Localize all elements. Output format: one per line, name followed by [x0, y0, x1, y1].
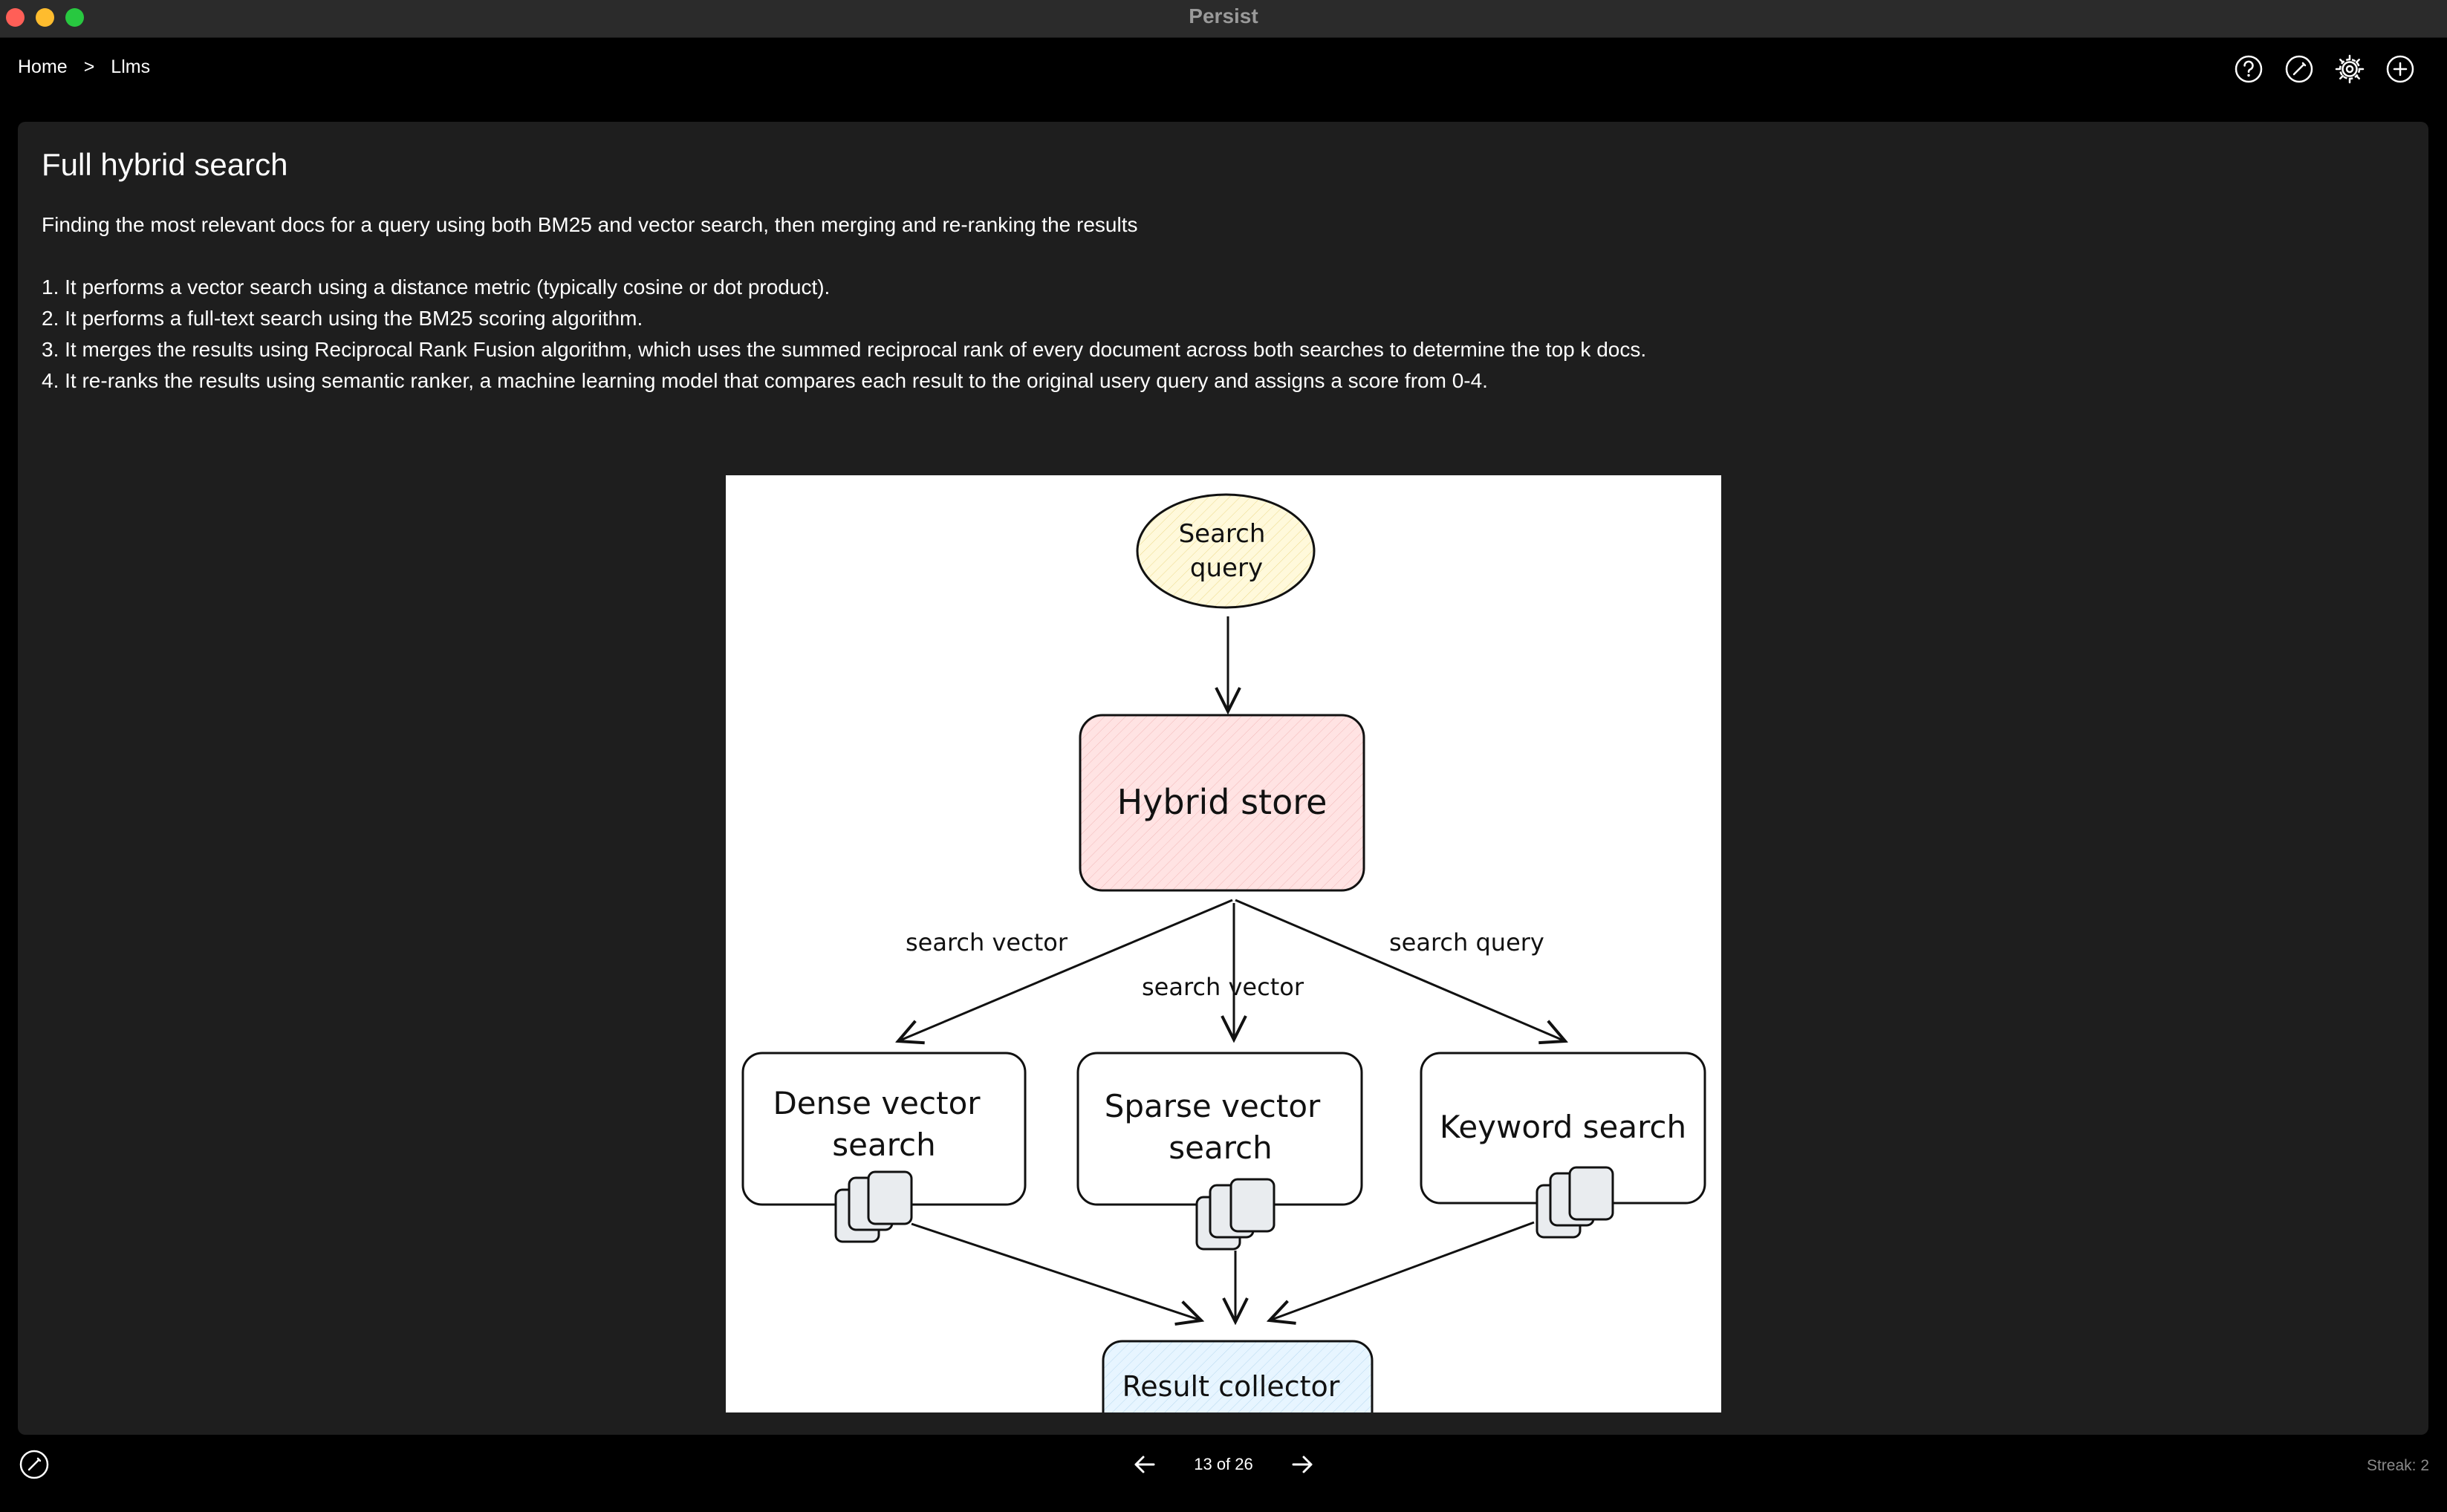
note-step: 1. It performs a vector search using a d…: [42, 276, 831, 299]
window-close-button[interactable]: [6, 8, 25, 27]
page-indicator: 13 of 26: [1194, 1455, 1253, 1473]
node-label: search: [832, 1127, 936, 1163]
streak-counter: Streak: 2: [2366, 1457, 2429, 1474]
node-sparse-vector-search: Sparse vector search: [1076, 1052, 1363, 1206]
header-actions: [2233, 53, 2416, 85]
note-summary: Finding the most relevant docs for a que…: [42, 213, 1138, 236]
node-result-collector: Result collector: [1102, 1340, 1374, 1412]
note-card: Full hybrid search Finding the most rele…: [18, 122, 2428, 1435]
node-label: Sparse vector: [1105, 1088, 1321, 1124]
node-hybrid-store: Hybrid store: [1079, 714, 1365, 892]
node-search-query: Search query: [1136, 493, 1316, 609]
note-step: 3. It merges the results using Reciproca…: [42, 338, 1647, 361]
node-label: query: [1190, 553, 1263, 583]
window-minimize-button[interactable]: [36, 8, 54, 27]
edit-icon[interactable]: [2284, 53, 2315, 85]
breadcrumb-separator: >: [83, 56, 95, 77]
settings-icon[interactable]: [2334, 53, 2365, 85]
previous-arrow-icon[interactable]: [1130, 1450, 1160, 1479]
note-step: 2. It performs a full-text search using …: [42, 307, 643, 330]
node-label: Dense vector: [773, 1085, 981, 1121]
window-zoom-button[interactable]: [65, 8, 84, 27]
breadcrumb-current[interactable]: Llms: [111, 56, 151, 77]
help-icon[interactable]: [2233, 53, 2264, 85]
documents-icon: [1536, 1166, 1614, 1239]
note-step: 4. It re-ranks the results using semanti…: [42, 369, 1488, 392]
add-icon[interactable]: [2385, 53, 2416, 85]
node-label: Hybrid store: [1117, 782, 1328, 822]
pagination: 13 of 26: [0, 1448, 2447, 1481]
edge-label-right: search query: [1389, 928, 1544, 957]
window-titlebar: Persist: [0, 0, 2447, 38]
breadcrumb-home[interactable]: Home: [18, 56, 68, 77]
edge-dense-to-collector: [911, 1222, 1201, 1320]
hybrid-search-diagram: Search query Hybrid store search vector …: [726, 475, 1721, 1412]
node-label: Keyword search: [1440, 1109, 1686, 1145]
note-title: Full hybrid search: [42, 147, 288, 182]
edge-store-to-dense: [898, 899, 1233, 1041]
edge-label-middle: search vector: [1142, 973, 1304, 1001]
node-label: search: [1169, 1130, 1273, 1166]
note-steps: 1. It performs a vector search using a d…: [42, 272, 2382, 397]
node-label: Search: [1179, 519, 1266, 549]
note-body: Finding the most relevant docs for a que…: [42, 209, 2382, 397]
edge-store-to-keyword: [1235, 899, 1565, 1041]
documents-icon: [1195, 1178, 1276, 1251]
node-label: Result collector: [1122, 1370, 1340, 1403]
documents-icon: [834, 1170, 913, 1243]
edit-icon[interactable]: [18, 1448, 51, 1481]
next-arrow-icon[interactable]: [1287, 1450, 1317, 1479]
window-title: Persist: [1189, 4, 1258, 27]
breadcrumb: Home > Llms: [18, 56, 150, 78]
node-dense-vector-search: Dense vector search: [741, 1052, 1027, 1206]
edge-label-left: search vector: [906, 928, 1068, 957]
node-keyword-search: Keyword search: [1420, 1052, 1706, 1205]
edge-keyword-to-collector: [1270, 1221, 1535, 1320]
